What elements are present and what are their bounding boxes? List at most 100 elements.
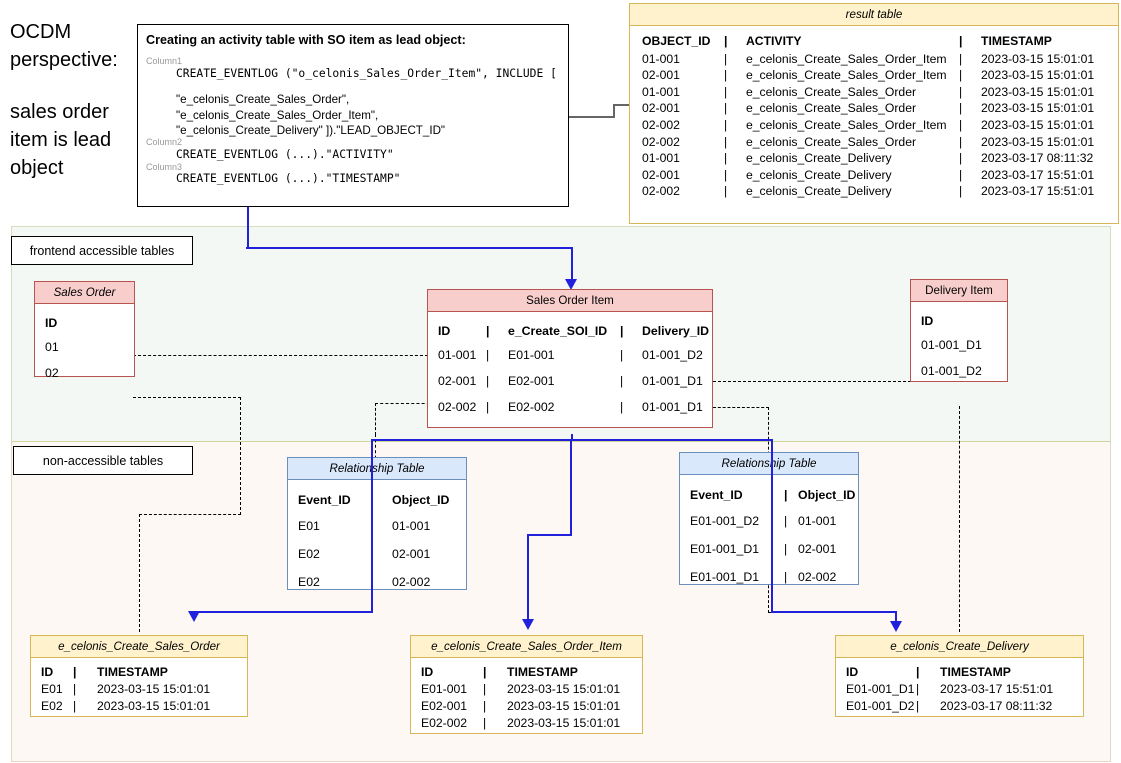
cell-activity: e_celonis_Create_Delivery [746, 184, 892, 199]
label-nonaccessible-text: non-accessible tables [42, 453, 164, 468]
rel-sep: | [784, 488, 788, 502]
flow-right-branch-h [771, 611, 897, 613]
cell-timestamp: 2023-03-17 08:11:32 [940, 699, 1053, 713]
ev-col-timestamp: TIMESTAMP [940, 665, 1011, 679]
flow-right-branch-v2 [895, 611, 897, 624]
soi-sep-2: | [620, 324, 624, 338]
rel-col-object-id: Object_ID [798, 488, 856, 502]
event-table-sales-order-item: e_celonis_Create_Sales_Order_Item ID | T… [410, 635, 643, 734]
result-col-object-id: OBJECT_ID [642, 34, 711, 48]
cell-sep: | [620, 374, 624, 388]
relationship-table-right: Relationship Table Event_ID | Object_ID … [679, 452, 859, 585]
table-row: 01-001 | e_celonis_Create_Sales_Order_It… [642, 51, 1108, 68]
cell-sep: | [486, 400, 490, 414]
sales-order-item-table: Sales Order Item ID | e_Create_SOI_ID | … [427, 289, 713, 428]
sales-order-item-header-row: ID | e_Create_SOI_ID | Delivery_ID [438, 320, 712, 342]
table-row: 02-001 | E02-001 | 01-001_D1 [438, 368, 712, 394]
cell-timestamp: 2023-03-15 15:01:01 [981, 51, 1095, 66]
cell-object-id: 02-002 [798, 570, 837, 584]
table-row: 02-001 | e_celonis_Create_Delivery | 202… [642, 167, 1108, 184]
cell-timestamp: 2023-03-15 15:01:01 [981, 101, 1095, 116]
code-column3-label: Column3 [146, 161, 183, 172]
cell-delivery-id: 01-001_D1 [642, 400, 703, 414]
table-row: 01-001 | e_celonis_Create_Delivery | 202… [642, 150, 1108, 167]
cell-sep: | [483, 699, 487, 713]
cell-sep: | [724, 151, 728, 166]
cell-sep: | [73, 699, 77, 713]
table-row: 02-002 | e_celonis_Create_Sales_Order | … [642, 134, 1108, 151]
cell-sep: | [73, 682, 77, 696]
flow-code-to-soi-seg1 [247, 207, 249, 248]
table-row: 01-001_D2 [921, 364, 982, 378]
cell-sep: | [724, 68, 728, 83]
cell-activity: e_celonis_Create_Sales_Order [746, 84, 917, 99]
code-line-5: CREATE_EVENTLOG (...)."ACTIVITY" [176, 147, 394, 161]
event-table-sales-order: e_celonis_Create_Sales_Order ID | TIMEST… [30, 635, 248, 717]
cell-sep: | [486, 348, 490, 362]
cell-activity: e_celonis_Create_Sales_Order_Item [746, 51, 947, 66]
cell-sep: | [724, 184, 728, 199]
table-row: 01 [45, 340, 59, 354]
dashed-soi-down [375, 403, 376, 435]
dashed-soi-to-rel-left [375, 434, 376, 464]
cell-sep: | [959, 151, 963, 166]
code-panel: Creating an activity table with SO item … [137, 24, 569, 207]
ev-col-id: ID [41, 665, 54, 679]
flow-mid-branch-h [527, 534, 572, 536]
ev-col-id: ID [421, 665, 434, 679]
relationship-right-title: Relationship Table [679, 452, 859, 475]
soi-col-delivery: Delivery_ID [642, 324, 709, 338]
cell-timestamp: 2023-03-17 15:51:01 [940, 682, 1054, 696]
cell-event-id: E02 [298, 575, 320, 589]
cell-delivery-id: 01-001_D1 [642, 374, 703, 388]
page-title: OCDM perspective: sales order item is le… [10, 18, 135, 182]
cell-sep: | [784, 542, 788, 556]
cell-object-id: 01-001 [392, 519, 431, 533]
ev-col-timestamp: TIMESTAMP [507, 665, 578, 679]
cell-object-id: 02-001 [642, 101, 680, 116]
cell-create-id: E02-001 [508, 374, 555, 388]
flow-left-arrowhead [188, 611, 200, 622]
table-row: E02 02-001 [288, 540, 466, 568]
delivery-item-title: Delivery Item [910, 279, 1008, 302]
cell-timestamp: 2023-03-15 15:01:01 [97, 682, 211, 696]
code-panel-title: Creating an activity table with SO item … [146, 33, 466, 47]
table-row: 02-002 | E02-002 | 01-001_D1 [438, 394, 712, 420]
table-row: 02 [45, 366, 59, 380]
label-frontend-text: frontend accessible tables [29, 243, 175, 258]
table-row: 01-001 | e_celonis_Create_Sales_Order | … [642, 84, 1108, 101]
result-table-body: OBJECT_ID | ACTIVITY | TIMESTAMP 01-001 … [629, 26, 1119, 224]
delivery-item-table: Delivery Item ID 01-001_D1 01-001_D2 [910, 279, 1008, 382]
cell-event-id: E01-001_D1 [690, 570, 760, 584]
result-sep-1: | [724, 34, 728, 48]
cell-activity: e_celonis_Create_Sales_Order_Item [746, 117, 947, 132]
event-sales-order-item-title: e_celonis_Create_Sales_Order_Item [410, 635, 643, 658]
code-column2-label: Column2 [146, 137, 183, 148]
cell-sep: | [483, 682, 487, 696]
flow-right-arrowhead [890, 621, 902, 632]
sales-order-item-body: ID | e_Create_SOI_ID | Delivery_ID 01-00… [427, 312, 713, 428]
sales-order-body: ID 01 02 [34, 304, 135, 380]
cell-sep: | [486, 374, 490, 388]
cell-timestamp: 2023-03-17 15:51:01 [981, 167, 1095, 182]
cell-timestamp: 2023-03-15 15:01:01 [97, 699, 211, 713]
soi-col-id: ID [438, 324, 451, 338]
relationship-left-title: Relationship Table [287, 457, 467, 480]
sales-order-header: ID [45, 316, 58, 330]
cell-id: E01 [41, 682, 63, 696]
relationship-right-header-row: Event_ID | Object_ID [680, 483, 858, 507]
table-row: E02 | 2023-03-15 15:01:01 [41, 698, 247, 715]
event-soi-header-row: ID | TIMESTAMP [421, 664, 642, 681]
flow-code-to-soi-seg3 [571, 247, 573, 281]
cell-object-id: 02-001 [642, 68, 680, 83]
rel-col-event-id: Event_ID [298, 493, 351, 507]
cell-sep: | [916, 699, 920, 713]
event-delivery-header-row: ID | TIMESTAMP [846, 664, 1083, 681]
cell-id: E01-001_D2 [846, 699, 915, 713]
table-row: E02-002 | 2023-03-15 15:01:01 [421, 715, 642, 732]
cell-timestamp: 2023-03-15 15:01:01 [507, 716, 621, 730]
result-table-title: result table [629, 3, 1119, 26]
ev-sep: | [483, 665, 487, 679]
cell-create-id: E01-001 [508, 348, 555, 362]
table-row: 02-001 | e_celonis_Create_Sales_Order | … [642, 100, 1108, 117]
